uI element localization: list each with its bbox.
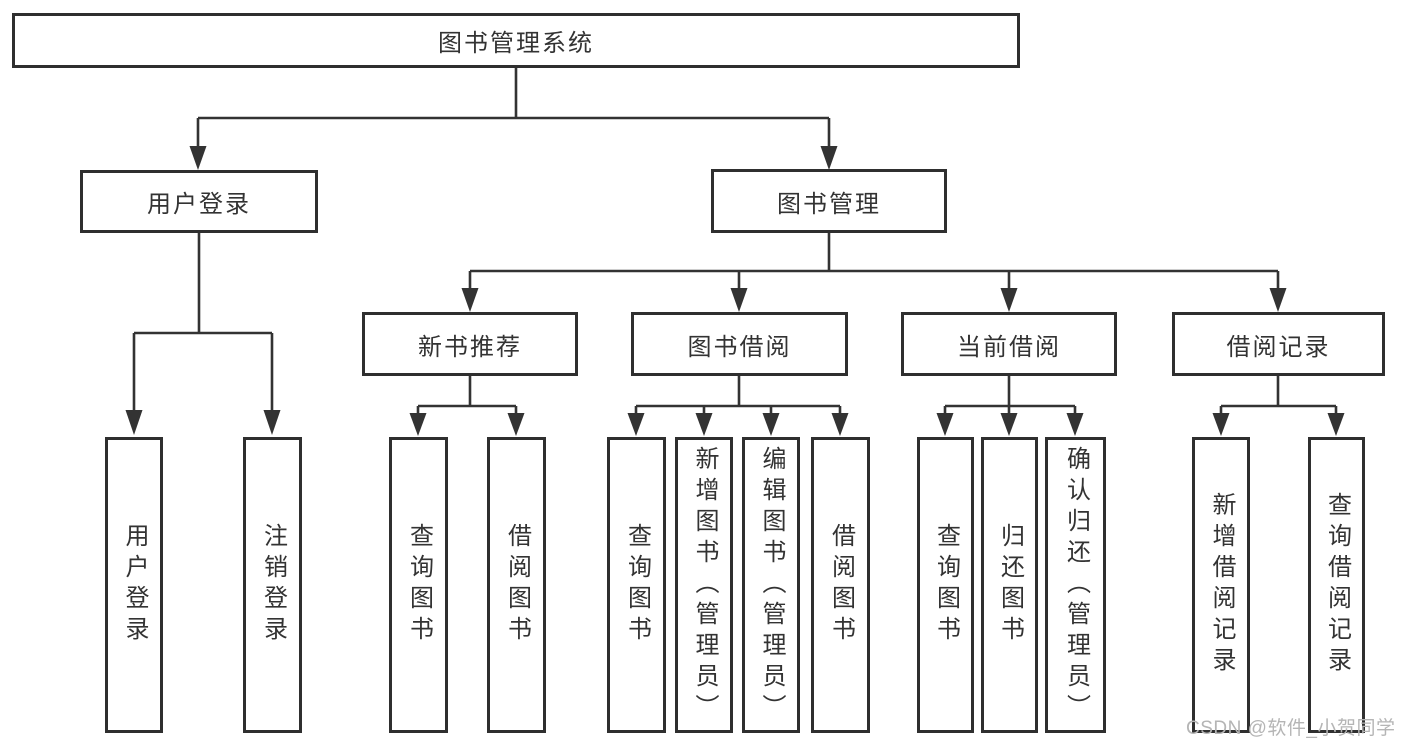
node-root-label: 图书管理系统	[438, 30, 594, 57]
arrowhead	[1327, 413, 1345, 436]
arrowhead	[762, 413, 780, 436]
leaf-edit-books-admin-label: 编辑图书（管理员）	[758, 445, 785, 725]
node-borrow-records-label: 借阅记录	[1226, 333, 1331, 361]
arrowheads	[125, 146, 1345, 436]
connector-current-borrow	[943, 376, 1077, 413]
leaf-user-login: 用户登录	[105, 437, 163, 733]
leaf-query-books-2-label: 查询图书	[623, 523, 651, 647]
node-book-management: 图书管理	[711, 169, 947, 233]
leaf-confirm-return-admin-label: 确认归还（管理员）	[1062, 445, 1090, 725]
arrowhead	[1066, 413, 1084, 436]
leaf-query-borrow-record-label: 查询借阅记录	[1323, 492, 1351, 678]
node-book-management-label: 图书管理	[777, 190, 881, 218]
leaf-return-books: 归还图书	[981, 437, 1038, 733]
leaf-query-borrow-record: 查询借阅记录	[1308, 437, 1365, 733]
arrowhead	[263, 410, 281, 435]
leaf-confirm-return-admin: 确认归还（管理员）	[1045, 437, 1106, 733]
arrowhead	[1212, 413, 1230, 436]
leaf-query-books-1: 查询图书	[389, 437, 448, 733]
connector-user-login	[132, 233, 274, 410]
leaf-borrow-books-2-label: 借阅图书	[827, 523, 855, 647]
arrowhead	[627, 413, 645, 436]
node-user-login: 用户登录	[80, 170, 318, 233]
leaf-user-login-label: 用户登录	[121, 523, 148, 647]
arrowhead	[820, 146, 838, 170]
arrowhead	[507, 413, 525, 436]
leaf-query-books-1-label: 查询图书	[405, 523, 433, 647]
leaf-add-borrow-record-label: 新增借阅记录	[1208, 492, 1235, 678]
arrowhead	[730, 288, 748, 312]
leaf-add-books-admin-label: 新增图书（管理员）	[691, 445, 718, 725]
leaf-logout-label: 注销登录	[259, 523, 287, 647]
leaf-borrow-books-2: 借阅图书	[811, 437, 870, 733]
leaf-borrow-books-1-label: 借阅图书	[503, 523, 531, 647]
node-new-book-recommend-label: 新书推荐	[418, 333, 522, 361]
csdn-watermark: CSDN @软件_小贺同学	[1186, 718, 1396, 739]
node-current-borrow: 当前借阅	[901, 312, 1117, 376]
node-book-borrow-label: 图书借阅	[687, 333, 792, 361]
arrowhead	[936, 413, 954, 436]
connector-book-borrow	[634, 376, 842, 413]
node-book-borrow: 图书借阅	[631, 312, 848, 376]
leaf-query-books-3-label: 查询图书	[932, 523, 960, 647]
leaf-edit-books-admin: 编辑图书（管理员）	[742, 437, 800, 733]
connector-book-management	[468, 233, 1280, 290]
node-root: 图书管理系统	[12, 13, 1020, 68]
node-user-login-label: 用户登录	[147, 191, 251, 218]
node-borrow-records: 借阅记录	[1172, 312, 1385, 376]
leaf-return-books-label: 归还图书	[996, 523, 1024, 647]
arrowhead	[189, 146, 207, 170]
arrowhead	[125, 410, 143, 435]
leaf-add-books-admin: 新增图书（管理员）	[675, 437, 733, 733]
node-new-book-recommend: 新书推荐	[362, 312, 578, 376]
connector-root	[196, 68, 831, 148]
node-current-borrow-label: 当前借阅	[957, 333, 1061, 361]
arrowhead	[695, 413, 713, 436]
connector-borrow-records	[1219, 376, 1338, 413]
leaf-query-books-3: 查询图书	[917, 437, 974, 733]
arrowhead	[1000, 413, 1018, 436]
arrowhead	[1000, 288, 1018, 312]
leaf-borrow-books-1: 借阅图书	[487, 437, 546, 733]
leaf-add-borrow-record: 新增借阅记录	[1192, 437, 1250, 733]
connector-new-book-rec	[416, 376, 518, 413]
leaf-query-books-2: 查询图书	[607, 437, 666, 733]
arrowhead	[831, 413, 849, 436]
arrowhead	[409, 413, 427, 436]
arrowhead	[1269, 288, 1287, 312]
leaf-logout: 注销登录	[243, 437, 302, 733]
arrowhead	[461, 288, 479, 312]
